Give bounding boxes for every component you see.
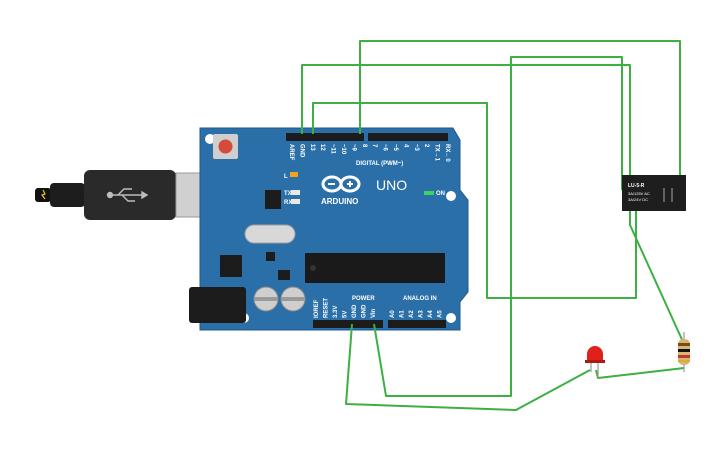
pin-label: ~5 [392, 144, 398, 152]
pin-label: 8 [361, 144, 367, 148]
pin-label: A3 [419, 310, 425, 318]
digital-header-left [286, 133, 364, 141]
capacitor-band [281, 297, 305, 301]
atmega-chip [305, 253, 445, 283]
mount-hole [205, 134, 215, 144]
pin-label: Vin [371, 308, 377, 318]
pin-label: A1 [400, 310, 406, 318]
voltage-regulator [220, 255, 242, 277]
wire-pin12-to-relay[interactable] [312, 102, 637, 299]
digital-header-right [368, 133, 448, 141]
pin-label: 12 [319, 144, 325, 151]
power-jack[interactable] [189, 287, 246, 323]
mount-hole [446, 191, 456, 201]
pin-label: ~10 [340, 144, 346, 155]
reset-button[interactable] [218, 139, 233, 154]
pin-label: RX←0 [444, 144, 450, 162]
board-model: UNO [376, 177, 407, 193]
wires[interactable] [301, 40, 685, 411]
pin-label: RESET [324, 298, 330, 318]
pin-label: ~6 [382, 144, 388, 152]
usb-strain-relief [50, 183, 85, 207]
wire-pin13-to-relay[interactable] [301, 64, 685, 345]
arduino-logo [321, 175, 361, 193]
digital-header-label: DIGITAL (PWM~) [356, 161, 403, 167]
pin-label: AREF [288, 144, 294, 161]
led-l-label: L [284, 174, 288, 180]
usb-chip [265, 190, 281, 209]
pin-label: A0 [390, 310, 396, 318]
resistor[interactable] [678, 332, 690, 372]
pin-label: TX→1 [434, 144, 440, 162]
relay-rating-dc: 3A/24V DC [628, 197, 648, 202]
pin-label: 13 [309, 144, 315, 151]
pin-label: ~11 [330, 144, 336, 155]
led-l [290, 172, 298, 177]
led-rx [291, 199, 300, 204]
wire-gnd-to-led[interactable] [345, 323, 591, 411]
resistor-band [678, 355, 690, 358]
crystal-oscillator [244, 224, 296, 244]
pin-label: IOREF [314, 299, 320, 318]
led-on [424, 191, 434, 195]
pin-label: A5 [438, 310, 444, 318]
relay-model: LU-5-R [628, 183, 645, 189]
chip-notch [310, 265, 316, 271]
wire-pin8-to-relay[interactable] [359, 40, 681, 190]
led-tx-label: TX [284, 191, 292, 197]
pin-label: ~9 [350, 144, 356, 152]
pin-label: A4 [428, 310, 434, 318]
pin-label: 4 [402, 144, 408, 148]
red-led[interactable] [585, 346, 605, 378]
led-rx-label: RX [284, 200, 292, 206]
pin-label: 3.3V [333, 306, 339, 318]
relay-body [622, 175, 686, 211]
pin-label: 2 [423, 144, 429, 148]
led-rim [585, 360, 605, 363]
pin-label: GND [362, 304, 368, 318]
mount-hole [446, 313, 456, 323]
pin-label: 5V [343, 311, 349, 318]
small-component [278, 270, 290, 280]
small-component [266, 252, 275, 261]
resistor-band [678, 360, 690, 362]
arduino-logo-text: ARDUINO [321, 197, 358, 206]
lightning-icon [41, 189, 46, 200]
relay-module[interactable]: LU-5-R 3A/125V AC 3A/24V DC [622, 175, 686, 211]
pin-label: GND [352, 304, 358, 318]
power-label: POWER [352, 296, 375, 302]
pin-label: ~3 [413, 144, 419, 152]
analog-label: ANALOG IN [403, 296, 437, 302]
analog-header [388, 320, 446, 328]
relay-rating-ac: 3A/125V AC [628, 191, 650, 196]
pin-label: A2 [409, 310, 415, 318]
led-on-label: ON [436, 191, 445, 197]
pin-label: GND [298, 144, 304, 158]
wire-led-to-resistor[interactable] [595, 367, 685, 379]
pin-label: 7 [371, 144, 377, 148]
power-header [313, 320, 383, 328]
led-tx [291, 190, 300, 195]
resistor-band [678, 349, 690, 352]
led-dome [587, 346, 603, 362]
capacitor-band [254, 297, 278, 301]
resistor-band [678, 343, 690, 346]
wire-vin-to-relay[interactable] [373, 56, 623, 397]
usb-icon [106, 188, 149, 202]
